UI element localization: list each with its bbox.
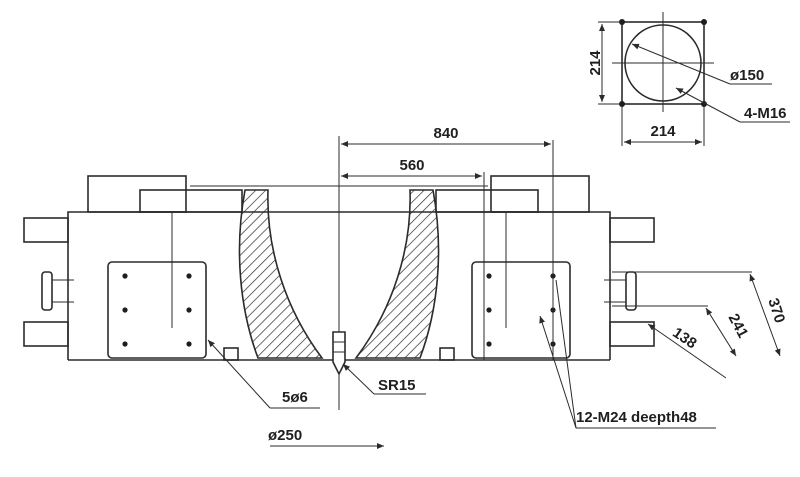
clamp-right [435, 189, 539, 213]
dim-label-241: 241 [725, 311, 752, 341]
top-view: 214 214 ø150 4-M16 [587, 12, 790, 146]
foot-right [439, 347, 455, 361]
dim-label-138: 138 [669, 324, 699, 352]
side-tab-left [23, 217, 69, 243]
leader-diameter [631, 43, 731, 85]
foot-left [223, 347, 239, 361]
dim-label-370: 370 [764, 296, 788, 325]
handle-right [625, 271, 637, 311]
cone-section-left [238, 189, 324, 359]
side-tab-right-lower [609, 321, 655, 347]
handle-left [41, 271, 53, 311]
diameter-label: ø150 [730, 67, 764, 84]
dim-label-840: 840 [433, 125, 458, 142]
dim-line-241 [705, 307, 737, 357]
front-view: 840 560 370 241 138 5ø6 SR15 ø250 12-M24… [23, 125, 788, 449]
dim-label-214-vertical: 214 [587, 50, 604, 76]
bolt-pattern-left [122, 273, 192, 347]
top-block-left [87, 175, 187, 213]
leader-tip [342, 363, 375, 395]
cone-section-right [354, 189, 440, 359]
slot-label: 5ø6 [282, 389, 308, 406]
thread-label: 12-M24 deepth48 [576, 409, 697, 426]
bolt-pattern-right [486, 273, 556, 347]
side-tab-right [609, 217, 655, 243]
probe-tip [332, 331, 346, 376]
leader-slot [207, 339, 271, 409]
dim-label-560: 560 [399, 157, 424, 174]
top-block-right [490, 175, 590, 213]
side-tab-left-lower [23, 321, 69, 347]
bolt-plate-left [107, 261, 207, 359]
dim-line-370 [749, 273, 781, 357]
leader-thread-2 [555, 279, 577, 429]
bolt-hole [619, 101, 625, 107]
holes-label: 4-M16 [744, 105, 787, 122]
leader-holes [675, 87, 741, 123]
dim-label-214-horizontal: 214 [650, 123, 676, 140]
tip-label: SR15 [378, 377, 416, 394]
bore-label: ø250 [268, 427, 302, 444]
clamp-left [139, 189, 243, 213]
bolt-plate-right [471, 261, 571, 359]
leader-thread-1 [539, 315, 577, 429]
bolt-hole [701, 19, 707, 25]
bolt-hole [619, 19, 625, 25]
dim-line-138 [647, 323, 727, 379]
